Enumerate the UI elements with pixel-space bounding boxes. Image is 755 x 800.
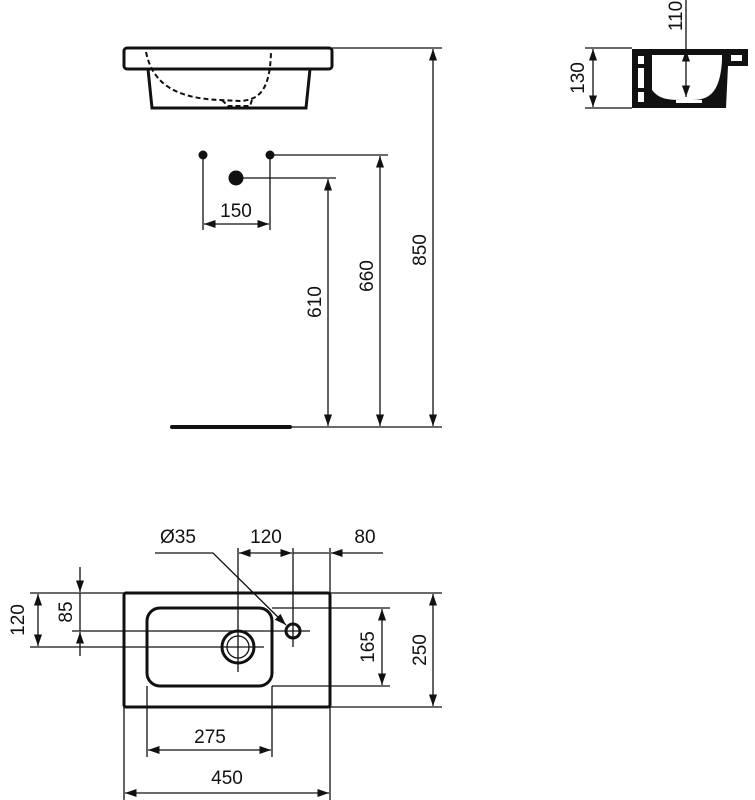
plan-view: Ø35 120 80 120 85 165 250 275 450	[8, 527, 442, 800]
side-profile	[632, 49, 748, 108]
dim-165-label: 165	[358, 631, 379, 663]
dim-85-label: 85	[56, 601, 77, 622]
dim-130-label: 130	[568, 62, 589, 94]
dim-610-label: 610	[305, 286, 326, 318]
dim-80-label: 80	[354, 527, 375, 548]
dim-diameter-leader	[155, 552, 287, 626]
bowl-hidden-line	[145, 51, 272, 103]
dim-450-label: 450	[211, 768, 243, 789]
dim-850-label: 850	[410, 234, 431, 266]
dim-110-label: 110	[666, 1, 687, 31]
dim-250-label: 250	[410, 634, 431, 666]
waste-hidden-line	[221, 99, 253, 107]
dim-120-top-label: 120	[250, 527, 282, 548]
front-view: 150 850 660 610	[122, 46, 442, 429]
dim-660-label: 660	[357, 260, 378, 292]
dim-120-left-label: 120	[8, 604, 29, 636]
dim-275-label: 275	[194, 727, 226, 748]
basin-body	[146, 68, 312, 110]
dim-150-label: 150	[220, 201, 252, 222]
dim-diameter-label: Ø35	[160, 527, 196, 548]
basin-rim	[122, 46, 334, 71]
side-view: 130 110	[568, 0, 748, 109]
